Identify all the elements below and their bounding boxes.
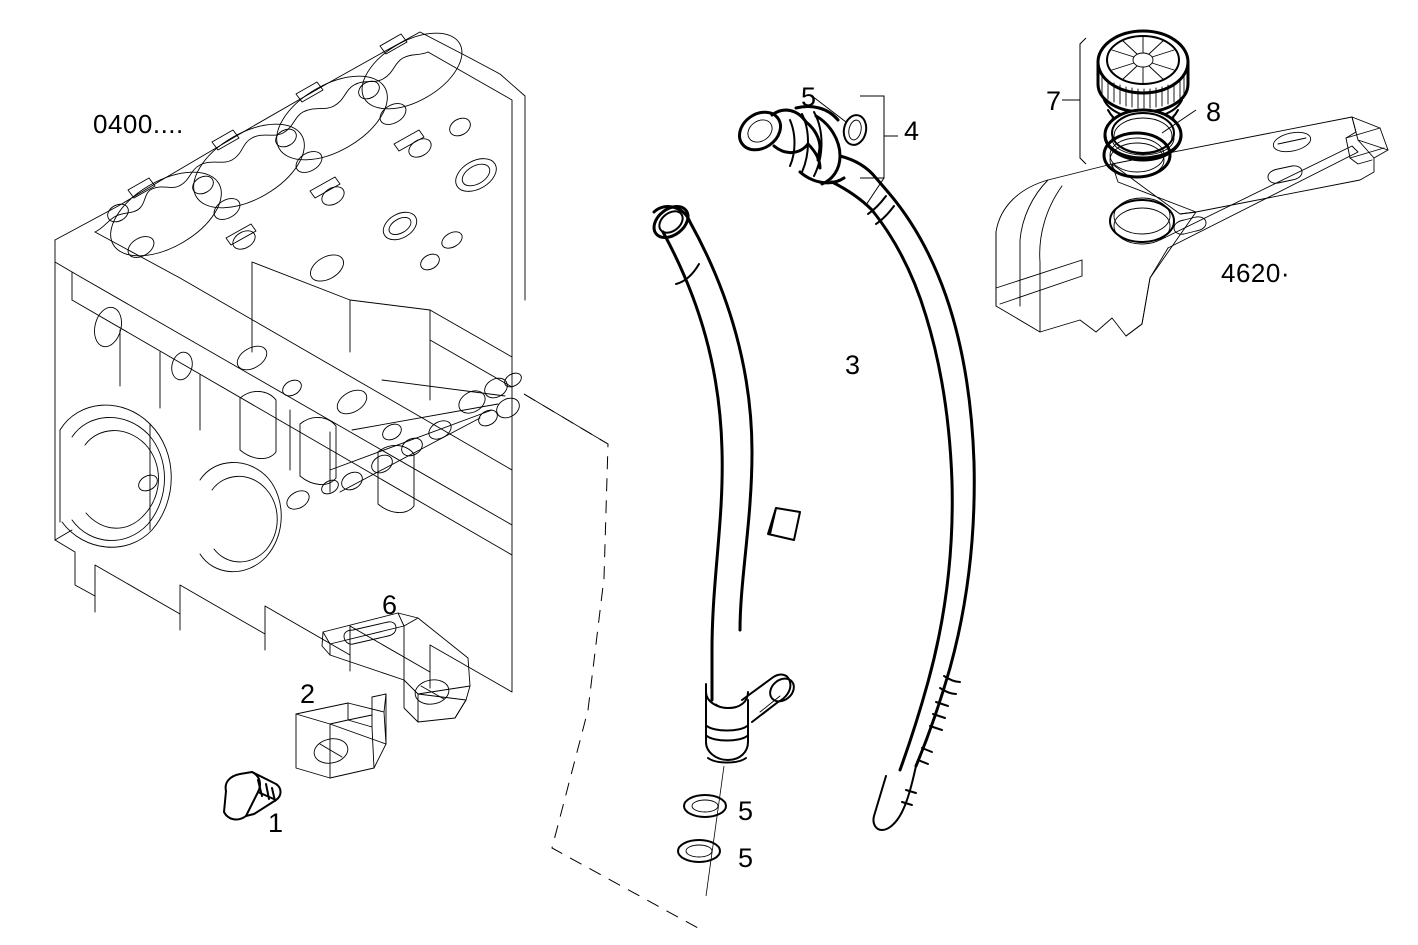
callout-7: 7 — [1046, 86, 1062, 116]
o-ring-lower — [677, 839, 721, 863]
group-code-cover: 4620· — [1221, 258, 1290, 288]
clamp-block-illustration — [295, 693, 387, 779]
callout-4: 4 — [904, 116, 920, 146]
callout-5-middle: 5 — [738, 796, 754, 826]
bolt-illustration — [223, 771, 282, 821]
filler-cap — [1096, 29, 1190, 134]
callout-5-lower: 5 — [738, 843, 754, 873]
o-ring-dipstick — [842, 114, 868, 146]
callout-8: 8 — [1206, 97, 1222, 127]
callout-3: 3 — [845, 350, 861, 380]
callout-6: 6 — [382, 590, 398, 620]
bracket-strap-illustration — [321, 612, 471, 723]
o-ring-upper — [683, 794, 727, 818]
callout-2: 2 — [300, 679, 316, 709]
callout-1: 1 — [268, 808, 284, 838]
callout-5-top: 5 — [801, 82, 817, 112]
group-code-block: 0400.... — [93, 109, 184, 139]
